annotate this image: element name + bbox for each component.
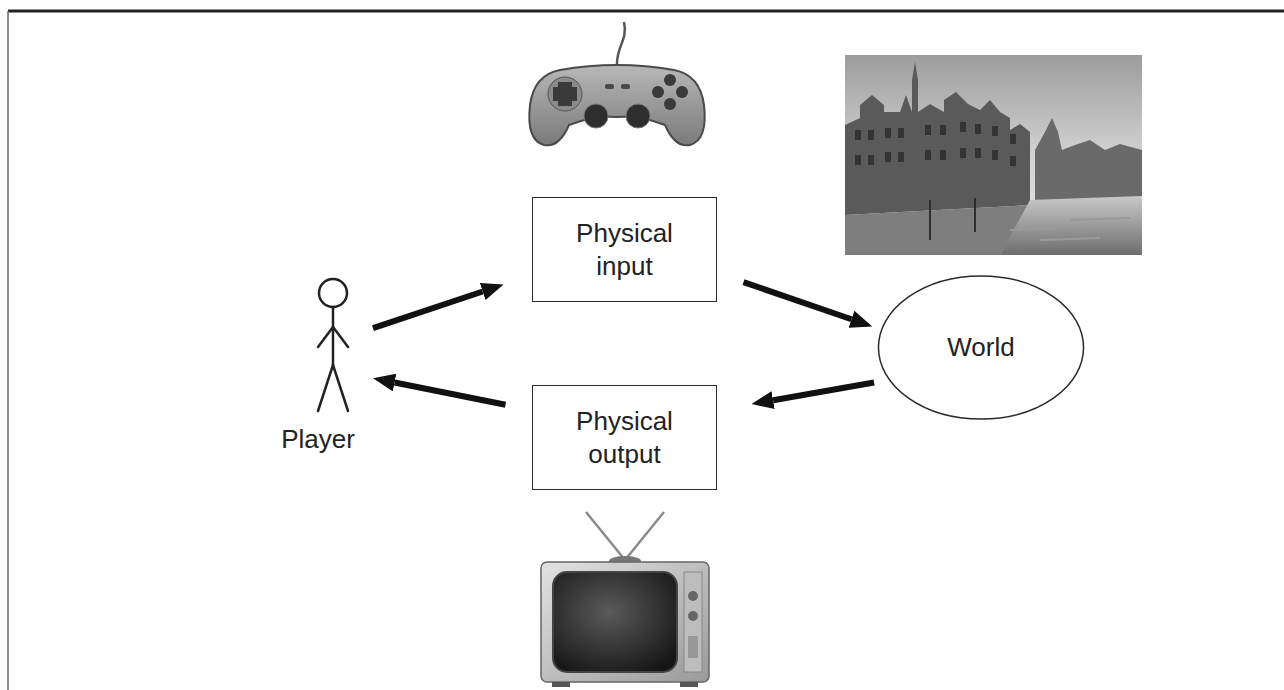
node-label: Player <box>281 423 355 456</box>
node-label: Physical input <box>560 217 690 282</box>
process-box: Physical output <box>532 385 717 490</box>
node-label: Physical output <box>560 405 690 470</box>
city-photo <box>845 55 1142 255</box>
world-ellipse: World <box>877 275 1085 420</box>
node-label: World <box>947 331 1014 364</box>
flow-arrow <box>773 383 874 401</box>
flow-arrow <box>373 291 483 328</box>
ellipse-shape <box>878 276 1083 419</box>
frame-top <box>8 10 1284 13</box>
stick-figure <box>263 275 373 423</box>
flow-arrow <box>395 383 506 405</box>
television-picture <box>541 512 709 687</box>
flow-arrow <box>743 282 851 319</box>
frame-left <box>7 11 9 690</box>
player-figure: Player <box>263 275 373 456</box>
process-box: Physical input <box>532 197 717 302</box>
gamepad-picture <box>529 22 704 145</box>
